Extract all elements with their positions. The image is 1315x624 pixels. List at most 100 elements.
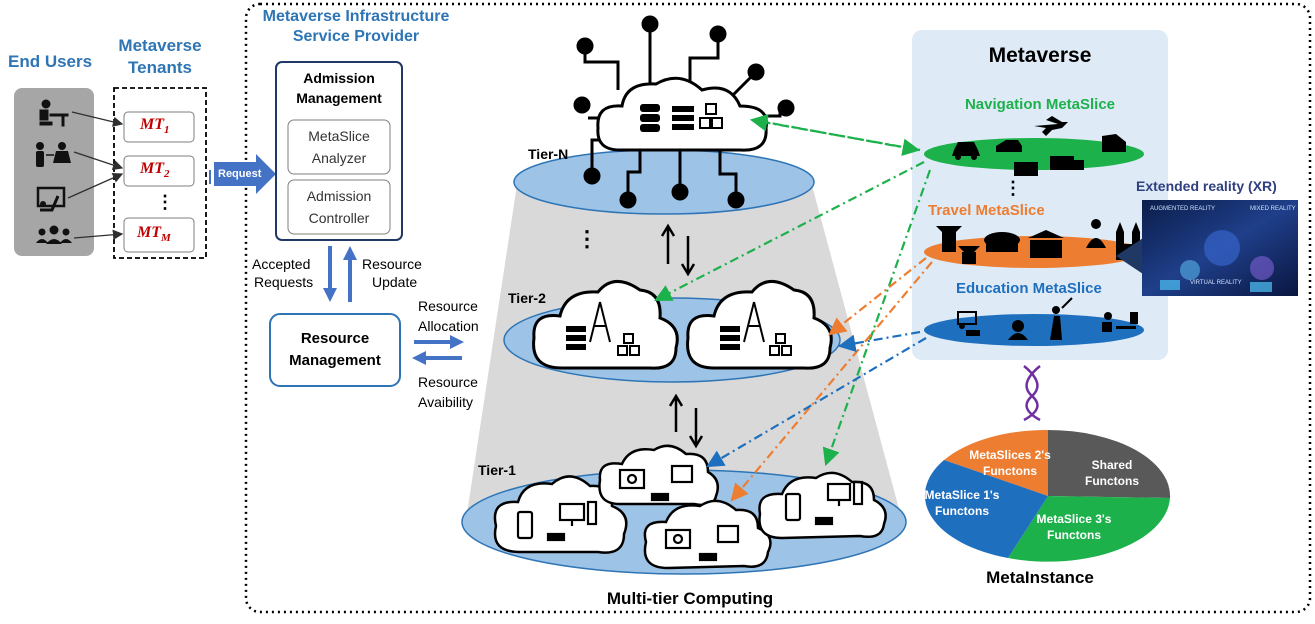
tenant-mtm-label: MTM — [137, 224, 171, 245]
end-users-title: End Users — [8, 52, 93, 71]
tier-2-server-icons — [566, 326, 792, 356]
navigation-slice-disc — [924, 138, 1144, 170]
accepted-requests-arrow — [323, 246, 337, 302]
resource-update-line1: Resource — [362, 256, 422, 272]
admission-controller-box — [287, 179, 391, 235]
navigation-slice-label: Navigation MetaSlice — [964, 96, 1116, 113]
education-icons — [957, 297, 1138, 340]
tier-2-label: Tier-2 — [508, 290, 546, 306]
pie-label-metaslice-1-line1: MetaSlice 1's — [924, 488, 1000, 502]
provider-title-line2: Service Provider — [292, 28, 420, 45]
tier-n-to-nav-link — [753, 118, 921, 156]
tenant-mt1-label: MT1 — [140, 116, 170, 137]
xr-virtual-label: VIRTUAL REALITY — [1190, 280, 1242, 286]
tier-n-cloud — [596, 76, 768, 152]
resource-allocation-line1: Resource — [418, 298, 478, 314]
metainstance-pie — [924, 429, 1171, 562]
end-users-panel — [14, 88, 94, 256]
tiers-ellipsis: ⋮ — [576, 226, 598, 251]
tenant-mt1-box — [123, 111, 195, 143]
xr-image-decor — [1160, 230, 1274, 292]
pie-slice-metaslice-3 — [1008, 496, 1170, 562]
tier-n-circuit-lines — [573, 15, 795, 209]
resource-update-arrow — [343, 246, 357, 302]
user1-to-mt1-arrow — [71, 111, 124, 127]
user3-to-mt2-arrow — [67, 172, 124, 199]
vehicle-icons — [952, 116, 1126, 176]
resource-management-line1: Resource — [300, 330, 370, 347]
request-arrow — [209, 154, 276, 194]
provider-title-line1: Metaverse Infrastructure — [262, 8, 450, 25]
metaverse-panel — [912, 30, 1168, 360]
couple-icon — [36, 142, 71, 167]
accepted-requests-line2: Requests — [254, 274, 314, 290]
landmark-icons — [936, 219, 1140, 264]
tier-1-clouds — [493, 444, 887, 570]
xr-mixed-label: MIXED REALITY — [1250, 206, 1296, 212]
tier-n-tier-2-arrows — [660, 223, 696, 277]
admission-title-line1: Admission — [303, 70, 375, 86]
controller-label-line2: Controller — [308, 210, 370, 226]
metaslice-analyzer-box — [287, 119, 391, 175]
resource-update-line2: Update — [372, 274, 418, 290]
resource-availability-line1: Resource — [418, 374, 478, 390]
tier-1-label: Tier-1 — [478, 462, 516, 478]
provider-boundary — [244, 2, 1312, 614]
education-slice-disc — [924, 314, 1144, 346]
travel-to-tier-2-link — [828, 257, 927, 336]
user4-to-mtm-arrow — [73, 229, 124, 240]
pie-slice-metaslice-1 — [924, 460, 1048, 558]
tier-2-tower-icons — [589, 301, 765, 343]
tier-1-device-icons — [516, 464, 864, 562]
group-icon — [36, 225, 72, 244]
analyzer-label-line1: MetaSlice — [308, 128, 370, 144]
edu-to-tier-1-link — [706, 337, 927, 468]
tenants-title-line1: Metaverse — [118, 36, 202, 55]
presenter-icon — [36, 186, 66, 212]
pie-label-metaslice-2-line1: MetaSlices 2's — [969, 448, 1051, 462]
tier-n-server-icons — [640, 103, 723, 132]
analyzer-label-line2: Analyzer — [311, 150, 367, 166]
education-slice-label: Education MetaSlice — [956, 280, 1102, 297]
tier-1-cloud-middle — [643, 499, 772, 570]
tenant-mtm-box — [123, 217, 195, 253]
tenants-title-line2: Tenants — [128, 58, 192, 77]
resource-allocation-arrow — [414, 335, 464, 349]
metainstance-caption: MetaInstance — [986, 568, 1094, 587]
metaverse-title: Metaverse — [988, 44, 1092, 67]
admission-title-line2: Management — [296, 90, 382, 106]
accepted-requests-line1: Accepted — [252, 256, 311, 272]
xr-pointer — [1116, 236, 1146, 276]
pie-slice-shared — [1048, 429, 1171, 498]
pie-label-metaslice-1-line2: Functons — [935, 504, 989, 518]
travel-to-tier-1-link — [730, 261, 933, 502]
controller-label-line1: Admission — [306, 188, 372, 204]
xr-title: Extended reality (XR) — [1136, 178, 1277, 194]
tier-1-cloud-top — [598, 444, 719, 507]
resource-availability-line2: Avaibility — [418, 394, 473, 410]
edu-to-tier-2-link — [837, 330, 921, 353]
pie-label-shared-line2: Functons — [1085, 474, 1139, 488]
user-desk-icon — [39, 99, 69, 127]
multi-tier-caption: Multi-tier Computing — [606, 589, 774, 608]
pie-label-metaslice-3-line1: MetaSlice 3's — [1036, 512, 1112, 526]
resource-availability-arrow — [412, 351, 462, 365]
pie-label-shared-line1: Shared — [1091, 458, 1133, 472]
tenants-ellipsis: ⋮ — [156, 192, 174, 212]
travel-slice-label: Travel MetaSlice — [928, 202, 1045, 219]
tenant-mt2-box — [123, 155, 195, 187]
slices-ellipsis: ⋮ — [1004, 178, 1022, 198]
xr-augmented-label: AUGMENTED REALITY — [1150, 206, 1216, 212]
user2-to-mt2-arrow — [73, 151, 124, 171]
pie-slice-metaslice-2 — [944, 429, 1048, 496]
tenants-box — [113, 87, 207, 259]
tier-2-tier-1-arrows — [668, 393, 704, 449]
mapping-twist-icon — [1023, 365, 1041, 422]
request-label: Request — [218, 168, 262, 180]
resource-allocation-line2: Allocation — [418, 318, 479, 334]
pie-label-metaslice-2-line2: Functons — [983, 464, 1037, 478]
nav-to-tier-2-link — [654, 161, 925, 302]
tenant-mt2-label: MT2 — [140, 160, 170, 181]
